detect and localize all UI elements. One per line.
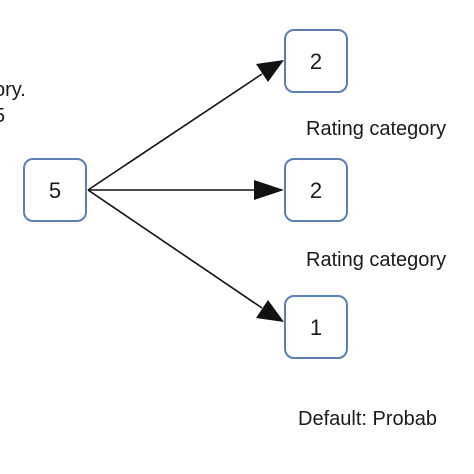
- left-text-line-1: ory.: [0, 79, 26, 101]
- target-node-2-label: 2: [310, 178, 322, 203]
- edge-to-node-1: [87, 73, 263, 191]
- rating-category-label-1: Rating category: [306, 118, 446, 140]
- left-text-line-2: 5: [0, 105, 5, 127]
- rating-category-label-2: Rating category: [306, 249, 446, 271]
- edges: [87, 60, 284, 322]
- target-node-3-label: 1: [310, 315, 322, 340]
- edge-to-node-3: [87, 189, 263, 309]
- source-node-box: [23, 158, 87, 222]
- arrowhead-3: [256, 300, 284, 322]
- source-node-label: 5: [49, 178, 61, 203]
- target-node-1-box: [284, 29, 348, 93]
- default-probability-label: Default: Probab: [298, 408, 437, 430]
- target-node-1: 2: [284, 29, 348, 93]
- target-node-2-box: [284, 158, 348, 222]
- target-node-2: 2: [284, 158, 348, 222]
- arrowhead-2: [254, 180, 284, 200]
- source-node: 5: [23, 158, 87, 222]
- target-node-1-label: 2: [310, 49, 322, 74]
- arrowhead-1: [256, 60, 284, 82]
- target-node-3-box: [284, 295, 348, 359]
- target-node-3: 1: [284, 295, 348, 359]
